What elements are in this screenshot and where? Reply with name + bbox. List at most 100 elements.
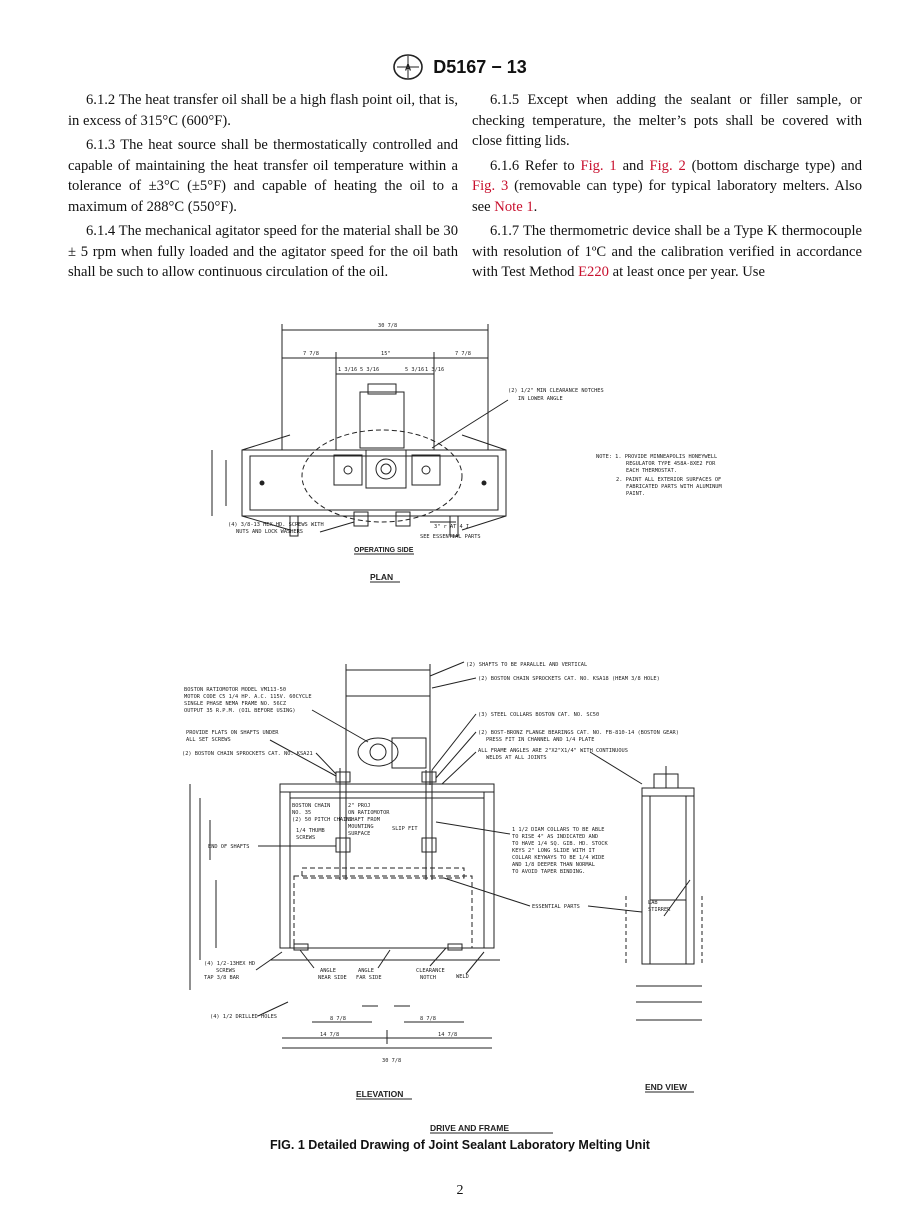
end-shafts-label: END OF SHAFTS bbox=[208, 844, 249, 850]
drawing-svg: 30 7/8 7 7/8 15" 7 7/8 1 3/16 5 3/16 5 3… bbox=[182, 323, 722, 1134]
svg-text:NO. 35: NO. 35 bbox=[292, 810, 311, 816]
bearings-label-1: (2) BOST-BRONZ FLANGE BEARINGS CAT. NO. … bbox=[478, 730, 679, 736]
frame-angles-label-1: ALL FRAME ANGLES ARE 2"X2"X1/4" WITH CON… bbox=[478, 748, 628, 754]
paragraph-6-1-5: 6.1.5 Except when adding the sealant or … bbox=[472, 92, 862, 149]
plan-title: PLAN bbox=[370, 572, 393, 582]
plan-dim-left: 7 7/8 bbox=[303, 351, 319, 357]
drilled-holes-label: (4) 1/2 DRILLED HOLES bbox=[210, 1014, 277, 1020]
plan-view: 30 7/8 7 7/8 15" 7 7/8 1 3/16 5 3/16 5 3… bbox=[211, 323, 722, 583]
svg-text:NOTCH: NOTCH bbox=[420, 975, 436, 981]
svg-text:TAP 3/8 BAR: TAP 3/8 BAR bbox=[204, 975, 240, 981]
svg-text:SCREWS: SCREWS bbox=[216, 968, 235, 974]
plan-callout-screws-1: (4) 3/8-13 HEX HD. SCREWS WITH bbox=[228, 522, 324, 528]
svg-text:(2) 50 PITCH CHAINS: (2) 50 PITCH CHAINS bbox=[292, 817, 353, 823]
svg-text:5 3/16: 5 3/16 bbox=[405, 367, 424, 373]
end-view-title: END VIEW bbox=[645, 1082, 688, 1092]
motor-label-4: OUTPUT 35 R.P.M. (OIL BEFORE USING) bbox=[184, 708, 296, 714]
page-number: 2 bbox=[456, 1183, 464, 1198]
paragraph-6-1-4: 6.1.4 The mechanical agitator speed for … bbox=[68, 223, 458, 280]
thumb-label-1: 1/4 THUMB bbox=[296, 828, 325, 834]
chain-label-1: BOSTON CHAIN bbox=[292, 803, 330, 809]
svg-text:TO AVOID TAPER BINDING.: TO AVOID TAPER BINDING. bbox=[512, 869, 585, 875]
motor-label-3: SINGLE PHASE NEMA FRAME NO. 56CZ bbox=[184, 701, 287, 707]
elevation-title: ELEVATION bbox=[356, 1089, 403, 1099]
plan-callout-3r: 3" r AT 4 I bbox=[434, 524, 469, 530]
lab-stirrer-label-1: LAB bbox=[648, 900, 658, 906]
plan-note-2a: 2. PAINT ALL EXTERIOR SURFACES OF bbox=[616, 477, 721, 483]
svg-text:NUTS AND LOCK WASHERS: NUTS AND LOCK WASHERS bbox=[236, 529, 303, 535]
fig2-link[interactable]: Fig. 2 bbox=[649, 157, 686, 174]
paragraph-6-1-2: 6.1.2 The heat transfer oil shall be a h… bbox=[68, 92, 458, 129]
elev-dim-half-right: 14 7/8 bbox=[438, 1032, 457, 1038]
svg-text:REGULATOR TYPE 458A-8XE2 FOR: REGULATOR TYPE 458A-8XE2 FOR bbox=[626, 461, 716, 467]
plan-callout-notches-1: (2) 1/2" MIN CLEARANCE NOTCHES bbox=[508, 388, 604, 394]
svg-text:MOUNTING: MOUNTING bbox=[348, 824, 374, 830]
flats-label-1: PROVIDE FLATS ON SHAFTS UNDER bbox=[186, 730, 279, 736]
plan-dim-mid: 15" bbox=[381, 351, 391, 357]
sprockets-left-label: (2) BOSTON CHAIN SPROCKETS CAT. NO. KSA2… bbox=[182, 751, 313, 757]
technical-drawing: 30 7/8 7 7/8 15" 7 7/8 1 3/16 5 3/16 5 3… bbox=[0, 300, 920, 1160]
svg-text:EACH THERMOSTAT.: EACH THERMOSTAT. bbox=[626, 468, 677, 474]
proj-label-1: 2" PROJ bbox=[348, 803, 370, 809]
fig3-link[interactable]: Fig. 3 bbox=[472, 178, 509, 194]
paragraph-6-1-6: 6.1.6 Refer to Fig. 1 and Fig. 2 (bottom… bbox=[472, 157, 863, 215]
elev-dim-bottom: 30 7/8 bbox=[382, 1058, 401, 1064]
elev-dim-inner-left: 8 7/8 bbox=[330, 1016, 346, 1022]
svg-text:FAR SIDE: FAR SIDE bbox=[356, 975, 382, 981]
drive-frame-title: DRIVE AND FRAME bbox=[430, 1123, 509, 1133]
elevation-view: 30 7/8 14 7/8 14 7/8 8 7/8 8 7/8 BOSTON … bbox=[182, 661, 679, 1100]
flats-label-2: ALL SET SCREWS bbox=[186, 737, 231, 743]
right-text-column: 6.1.5 Except when adding the sealant or … bbox=[472, 90, 862, 287]
svg-text:COLLAR KEYWAYS TO BE 1/4 WIDE: COLLAR KEYWAYS TO BE 1/4 WIDE bbox=[512, 855, 604, 861]
astm-logo-icon: A bbox=[393, 54, 424, 80]
sprockets-right-label: (2) BOSTON CHAIN SPROCKETS CAT. NO. KSA1… bbox=[478, 676, 660, 682]
paragraph-6-1-7: 6.1.7 The thermometric device shall be a… bbox=[472, 223, 862, 280]
bearings-label-2: PRESS FIT IN CHANNEL AND 1/4 PLATE bbox=[486, 737, 594, 743]
frame-angles-label-2: WELDS AT ALL JOINTS bbox=[486, 755, 547, 761]
document-designation: D5167 − 13 bbox=[433, 56, 527, 77]
plan-dim-right: 7 7/8 bbox=[455, 351, 471, 357]
svg-text:NEAR SIDE: NEAR SIDE bbox=[318, 975, 347, 981]
left-text-column: 6.1.2 The heat transfer oil shall be a h… bbox=[68, 90, 458, 287]
page-header: A D5167 − 13 bbox=[0, 54, 920, 80]
svg-text:SCREWS: SCREWS bbox=[296, 835, 315, 841]
end-view: LAB STIRRER END VIEW bbox=[625, 766, 703, 1093]
plan-operating-side: OPERATING SIDE bbox=[354, 547, 414, 554]
svg-text:SHAFT FROM: SHAFT FROM bbox=[348, 817, 380, 823]
angle-near-label-1: ANGLE bbox=[320, 968, 336, 974]
svg-text:SURFACE: SURFACE bbox=[348, 831, 370, 837]
fig1-link[interactable]: Fig. 1 bbox=[580, 157, 617, 174]
note1-link[interactable]: Note 1 bbox=[494, 198, 534, 215]
slip-fit-label: SLIP FIT bbox=[392, 826, 418, 832]
svg-text:1 3/16: 1 3/16 bbox=[425, 367, 444, 373]
angle-far-label-1: ANGLE bbox=[358, 968, 374, 974]
collars-note-1: 1 1/2 DIAM COLLARS TO BE ABLE bbox=[512, 827, 604, 833]
motor-label-1: BOSTON RATIOMOTOR MODEL VM113-50 bbox=[184, 687, 286, 693]
svg-text:AND 1/8 DEEPER THAN NORMAL: AND 1/8 DEEPER THAN NORMAL bbox=[512, 862, 595, 868]
plan-dim-top: 30 7/8 bbox=[378, 323, 397, 329]
essential-parts-label: ESSENTIAL PARTS bbox=[532, 904, 580, 910]
motor-label-2: MOTOR CODE C5 1/4 HP. A.C. 115V. 60CYCLE bbox=[184, 694, 312, 700]
e220-link[interactable]: E220 bbox=[578, 264, 609, 280]
svg-text:PAINT.: PAINT. bbox=[626, 491, 645, 497]
plan-callout-notches-2: IN LOWER ANGLE bbox=[518, 396, 563, 402]
svg-text:STIRRER: STIRRER bbox=[648, 907, 671, 913]
svg-text:ON RATIOMOTOR: ON RATIOMOTOR bbox=[348, 810, 390, 816]
svg-text:TO HAVE 1/4 SQ. GIB. HD. STOCK: TO HAVE 1/4 SQ. GIB. HD. STOCK bbox=[512, 841, 608, 847]
screws-bot-label-1: (4) 1/2-13HEX HD bbox=[204, 961, 255, 967]
weld-label: WELD bbox=[456, 974, 469, 980]
svg-text:FABRICATED PARTS WITH ALUMINUM: FABRICATED PARTS WITH ALUMINUM bbox=[626, 484, 722, 490]
figure-caption: FIG. 1 Detailed Drawing of Joint Sealant… bbox=[270, 1138, 650, 1152]
elev-dim-half-left: 14 7/8 bbox=[320, 1032, 339, 1038]
shafts-label: (2) SHAFTS TO BE PARALLEL AND VERTICAL bbox=[466, 662, 587, 668]
svg-text:5 3/16: 5 3/16 bbox=[360, 367, 379, 373]
collars-label: (3) STEEL COLLARS BOSTON CAT. NO. SC50 bbox=[478, 712, 599, 718]
svg-text:KEYS 2" LONG SLIDE WITH IT: KEYS 2" LONG SLIDE WITH IT bbox=[512, 848, 596, 854]
svg-text:TO RISE 4" AS INDICATED AND: TO RISE 4" AS INDICATED AND bbox=[512, 834, 598, 840]
svg-text:A: A bbox=[405, 63, 412, 73]
plan-note-1a: NOTE: 1. PROVIDE MINNEAPOLIS HONEYWELL bbox=[596, 454, 717, 460]
elev-dim-inner-right: 8 7/8 bbox=[420, 1016, 436, 1022]
clearance-label-1: CLEARANCE bbox=[416, 968, 445, 974]
svg-text:1 3/16: 1 3/16 bbox=[338, 367, 357, 373]
plan-callout-essential: SEE ESSENTIAL PARTS bbox=[420, 534, 481, 540]
